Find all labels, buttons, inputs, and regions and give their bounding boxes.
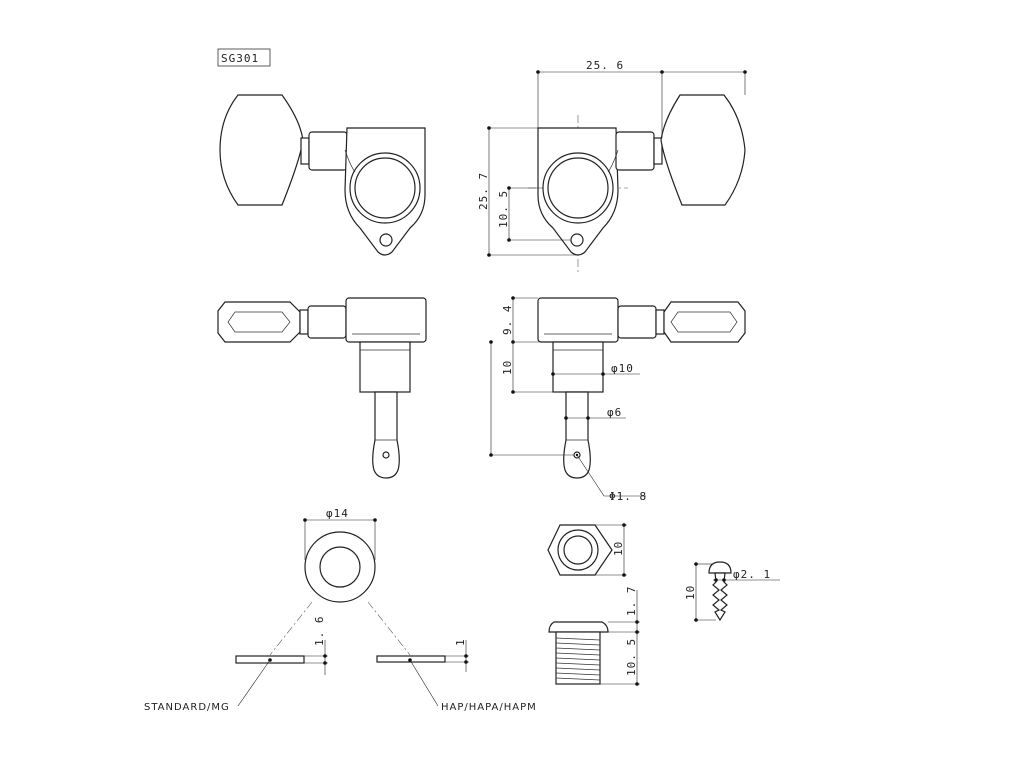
dimension-label: φ14 xyxy=(326,507,349,520)
tuner-side-view-left xyxy=(217,297,427,479)
dimension-label: 1. 7 xyxy=(625,586,638,617)
tuner-button xyxy=(660,94,746,206)
tuner-button xyxy=(219,94,304,206)
dimension-label: 1. 6 xyxy=(313,616,326,647)
washer-standard-side: 1. 6 STANDARD/MG xyxy=(144,616,328,713)
washer-hap-side: 1 HAP/HAPA/HAPM xyxy=(376,638,537,713)
washer-top-view: φ14 xyxy=(269,507,411,656)
dimension-label: φ10 xyxy=(611,362,634,375)
dimension-label: 9. 4 xyxy=(501,305,514,336)
dimension-label: 25. 7 xyxy=(477,172,490,210)
dimension-label: Φ1. 8 xyxy=(609,490,647,503)
washer-standard-label: STANDARD/MG xyxy=(144,702,230,713)
tuner-front-view-right: 25. 6 25. 7 10. 5 xyxy=(477,59,747,275)
svg-text:SG301: SG301 xyxy=(221,52,259,65)
tuner-front-view-left xyxy=(219,94,426,256)
dimension-label: 10 xyxy=(501,360,514,375)
washer-hap-label: HAP/HAPA/HAPM xyxy=(441,702,537,713)
dimension-label: 10. 5 xyxy=(497,190,510,228)
dimension-label: φ2. 1 xyxy=(733,568,771,581)
threaded-bushing: 1. 7 10. 5 xyxy=(548,586,640,686)
dimension-label: 10 xyxy=(612,541,625,556)
dimension-label: 1 xyxy=(454,638,467,646)
tuner-side-view-right: 9. 4 10 φ10 φ6 Φ1. 8 xyxy=(489,296,746,503)
mounting-screw: 10 φ2. 1 xyxy=(684,561,780,622)
dimension-label: 25. 6 xyxy=(586,59,624,72)
dimension-label: 10. 5 xyxy=(625,638,638,676)
dimension-label: φ6 xyxy=(607,406,622,419)
hex-nut: 10 xyxy=(547,523,627,577)
model-code-label: SG301 xyxy=(217,48,271,67)
dimension-label: 10 xyxy=(684,585,697,600)
